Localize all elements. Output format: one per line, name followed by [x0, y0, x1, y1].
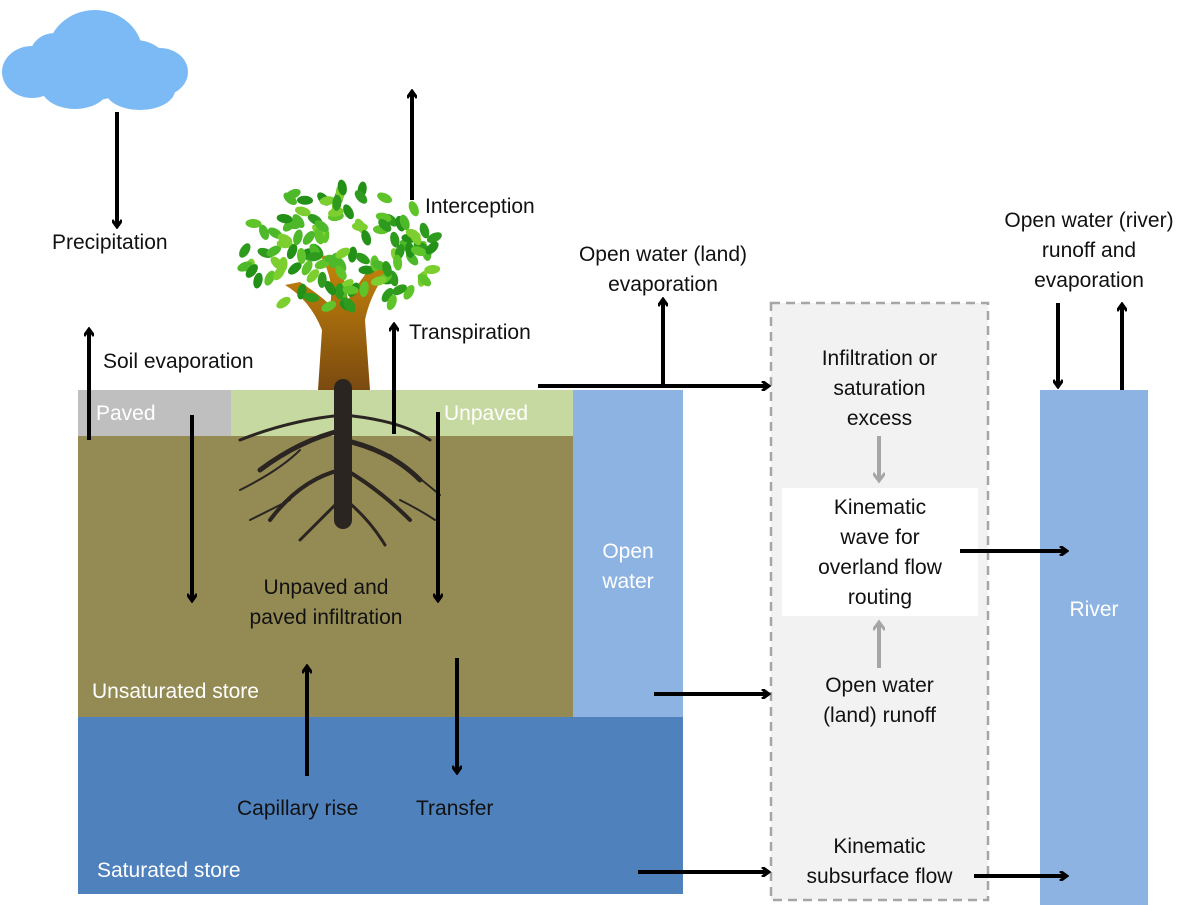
leaf-icon	[293, 229, 303, 246]
leaf-icon	[337, 179, 347, 196]
leaf-icon	[382, 261, 392, 277]
leaf-icon	[342, 285, 359, 295]
leaf-icon	[386, 294, 397, 311]
saturated-store-block	[78, 717, 683, 894]
leaf-icon	[253, 272, 263, 289]
cloud-icon	[2, 10, 188, 110]
unsaturated-store-label: Unsaturated store	[92, 680, 259, 703]
leaf-icon	[419, 222, 430, 239]
saturated-store-label: Saturated store	[97, 859, 241, 882]
kinematic-wave-label: Kinematic wave for overland flow routing	[818, 496, 942, 609]
capillary-rise-label: Capillary rise	[237, 797, 359, 820]
leaf-icon	[405, 242, 415, 258]
leaf-icon	[354, 218, 366, 234]
open-water-land-runoff-label: Open water (land) runoff	[823, 674, 936, 727]
leaf-icon	[343, 204, 354, 220]
leaf-icon	[335, 247, 351, 259]
open-water-block	[573, 390, 683, 717]
transfer-label: Transfer	[416, 797, 494, 820]
soil-evaporation-label: Soil evaporation	[103, 350, 254, 373]
leaf-icon	[245, 218, 262, 229]
leaf-icon	[424, 264, 441, 275]
leaf-icon	[355, 252, 370, 265]
leaf-icon	[317, 271, 327, 288]
leaf-icon	[343, 298, 356, 313]
leaf-icon	[399, 214, 410, 231]
leaf-icon	[273, 266, 286, 281]
leaf-icon	[301, 260, 313, 276]
leaf-icon	[285, 188, 301, 200]
leaf-icon	[266, 245, 282, 257]
leaf-icon	[378, 218, 392, 232]
leaf-icon	[302, 230, 315, 245]
leaf-icon	[245, 264, 258, 278]
leaf-icon	[426, 232, 442, 243]
unpaved-label: Unpaved	[444, 402, 529, 425]
leaf-icon	[390, 231, 400, 248]
leaf-icon	[288, 262, 302, 275]
leaf-icon	[239, 243, 251, 258]
leaf-icon	[332, 194, 342, 211]
interception-label: Interception	[425, 195, 535, 218]
leaf-icon	[286, 243, 298, 260]
open-water-label: Open water	[602, 540, 654, 593]
leaf-icon	[314, 220, 329, 233]
transpiration-label: Transpiration	[409, 321, 531, 344]
leaf-icon	[393, 254, 403, 271]
leaf-icon	[324, 280, 337, 296]
infiltration-label: Unpaved and paved infiltration	[249, 576, 403, 629]
leaf-icon	[297, 195, 313, 205]
leaf-icon	[358, 265, 375, 275]
paved-block	[78, 390, 231, 436]
leaf-icon	[377, 192, 393, 204]
kinematic-subsurface-label: Kinematic subsurface flow	[806, 835, 953, 888]
kinematic-wave-box	[782, 488, 978, 616]
leaf-icon	[303, 292, 320, 303]
leaf-icon	[296, 248, 307, 264]
leaf-icon	[276, 296, 291, 309]
leaf-icon	[361, 229, 372, 246]
leaf-icon	[405, 228, 421, 240]
leaf-icon	[354, 190, 368, 204]
open-water-land-evaporation-label: Open water (land) evaporation	[578, 243, 748, 296]
leaf-icon	[417, 273, 432, 287]
unpaved-block	[231, 390, 573, 436]
leaf-icon	[276, 239, 293, 249]
leaf-icon	[410, 246, 427, 257]
leaf-icon	[314, 228, 325, 245]
leaf-icon	[321, 301, 337, 312]
leaf-icon	[295, 206, 311, 217]
precipitation-label: Precipitation	[52, 231, 168, 254]
leaf-icon	[264, 270, 276, 286]
river-block	[1040, 390, 1148, 905]
leaf-icon	[408, 201, 419, 217]
river-label: River	[1069, 598, 1119, 621]
infiltration-excess-label: Infiltration or saturation excess	[821, 347, 938, 430]
leaf-icon	[370, 276, 387, 286]
paved-label: Paved	[96, 402, 156, 425]
unsaturated-store-block	[78, 436, 573, 717]
leaf-icon	[392, 284, 407, 296]
leaf-icon	[348, 246, 358, 263]
leaf-icon	[335, 283, 345, 300]
leaf-icon	[306, 251, 323, 262]
open-water-river-label: Open water (river) runoff and evaporatio…	[1004, 209, 1174, 292]
leaf-icon	[276, 213, 293, 224]
leaf-icon	[335, 265, 347, 280]
leaf-icon	[306, 269, 320, 283]
leaf-icon	[258, 224, 270, 240]
leaf-icon	[292, 214, 305, 229]
leaf-icon	[319, 196, 336, 206]
leaf-icon	[359, 281, 369, 297]
leaf-icon	[425, 241, 439, 255]
